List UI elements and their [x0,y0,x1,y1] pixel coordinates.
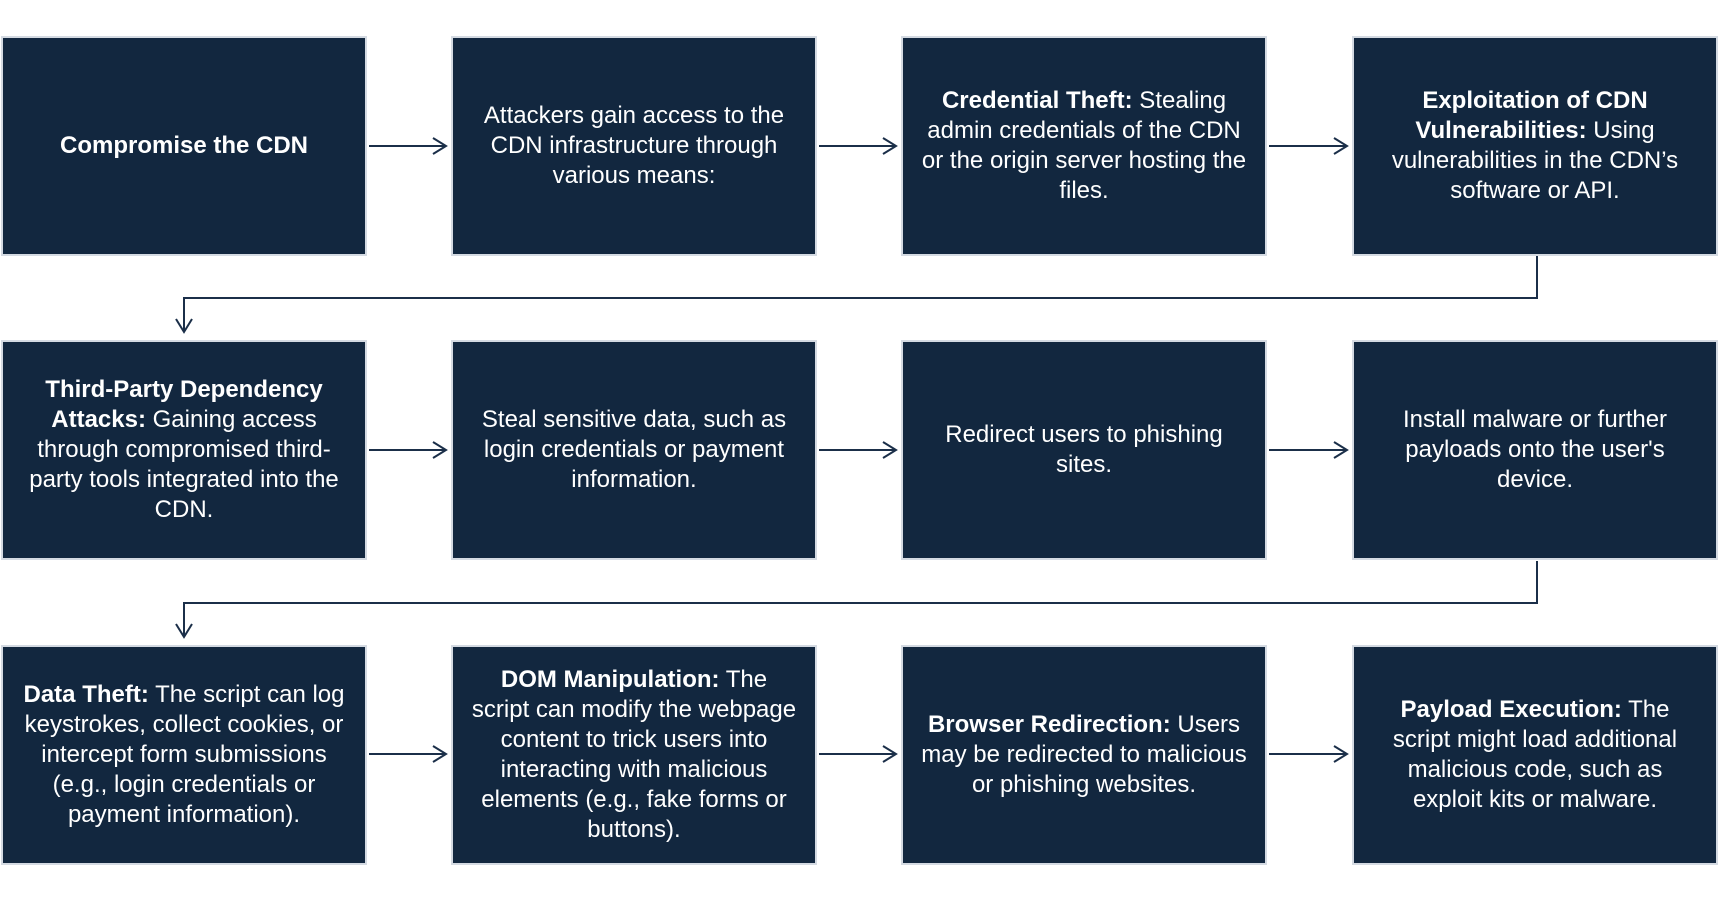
step-8-text: Install malware or further payloads onto… [1402,406,1668,493]
step-9-text: The script can log keystrokes, collect c… [24,681,345,828]
step-3-text: Stealing admin credentials of the CDN or… [921,87,1247,204]
step-compromise-cdn: Compromise the CDN [1,36,367,256]
arrow-step-4-to-5 [175,256,1538,334]
arrow-step-1-to-2 [369,137,448,155]
step-7-text: Redirect users to phishing sites. [945,421,1223,478]
step-10-bold: DOM Manipulation: [500,666,720,693]
step-11-text: Users may be redirected to malicious or … [921,711,1247,798]
step-steal-sensitive-data: Steal sensitive data, such as login cred… [451,340,817,560]
step-2-text: Attackers gain access to the CDN infrast… [483,102,785,189]
arrow-step-5-to-6 [369,441,448,459]
step-install-malware: Install malware or further payloads onto… [1352,340,1718,560]
step-11-content: Browser Redirection: Users may be redire… [919,710,1249,800]
step-attackers-gain-access: Attackers gain access to the CDN infrast… [451,36,817,256]
step-6-text: Steal sensitive data, such as login cred… [481,406,787,493]
step-redirect-phishing: Redirect users to phishing sites. [901,340,1267,560]
step-7-content: Redirect users to phishing sites. [919,420,1249,480]
arrow-step-9-to-10 [369,745,448,763]
arrow-step-8-to-9 [175,561,1538,639]
step-credential-theft: Credential Theft: Stealing admin credent… [901,36,1267,256]
step-1-bold: Compromise the CDN [59,132,309,159]
step-4-bold: Exploitation of CDN Vulnerabilities: [1415,87,1648,144]
step-3-bold: Credential Theft: [941,87,1133,114]
step-5-text: Gaining access through compromised third… [29,406,339,523]
arrow-step-11-to-12 [1269,745,1349,763]
step-browser-redirection: Browser Redirection: Users may be redire… [901,645,1267,865]
arrow-step-7-to-8 [1269,441,1349,459]
step-9-bold: Data Theft: [23,681,149,708]
arrow-step-3-to-4 [1269,137,1349,155]
arrow-step-10-to-11 [819,745,898,763]
step-third-party-dependency-attacks: Third-Party Dependency Attacks: Gaining … [1,340,367,560]
step-4-text: Using vulnerabilities in the CDN’s softw… [1391,117,1679,204]
step-1-content: Compromise the CDN [60,131,308,161]
step-5-content: Third-Party Dependency Attacks: Gaining … [19,375,349,525]
step-12-text: The script might load additional malicio… [1392,696,1678,813]
step-3-content: Credential Theft: Stealing admin credent… [919,86,1249,206]
step-dom-manipulation: DOM Manipulation: The script can modify … [451,645,817,865]
step-6-content: Steal sensitive data, such as login cred… [469,405,799,495]
step-exploitation-cdn-vulnerabilities: Exploitation of CDN Vulnerabilities: Usi… [1352,36,1718,256]
step-9-content: Data Theft: The script can log keystroke… [19,680,349,830]
step-11-bold: Browser Redirection: [927,711,1171,738]
step-10-text: The script can modify the webpage conten… [471,666,797,843]
step-4-content: Exploitation of CDN Vulnerabilities: Usi… [1370,86,1700,206]
arrow-step-6-to-7 [819,441,898,459]
arrow-step-2-to-3 [819,137,898,155]
step-8-content: Install malware or further payloads onto… [1370,405,1700,495]
step-2-content: Attackers gain access to the CDN infrast… [469,101,799,191]
step-data-theft: Data Theft: The script can log keystroke… [1,645,367,865]
step-12-bold: Payload Execution: [1400,696,1622,723]
step-payload-execution: Payload Execution: The script might load… [1352,645,1718,865]
step-5-bold: Third-Party Dependency Attacks: [45,376,323,433]
step-10-content: DOM Manipulation: The script can modify … [469,665,799,845]
step-12-content: Payload Execution: The script might load… [1370,695,1700,815]
